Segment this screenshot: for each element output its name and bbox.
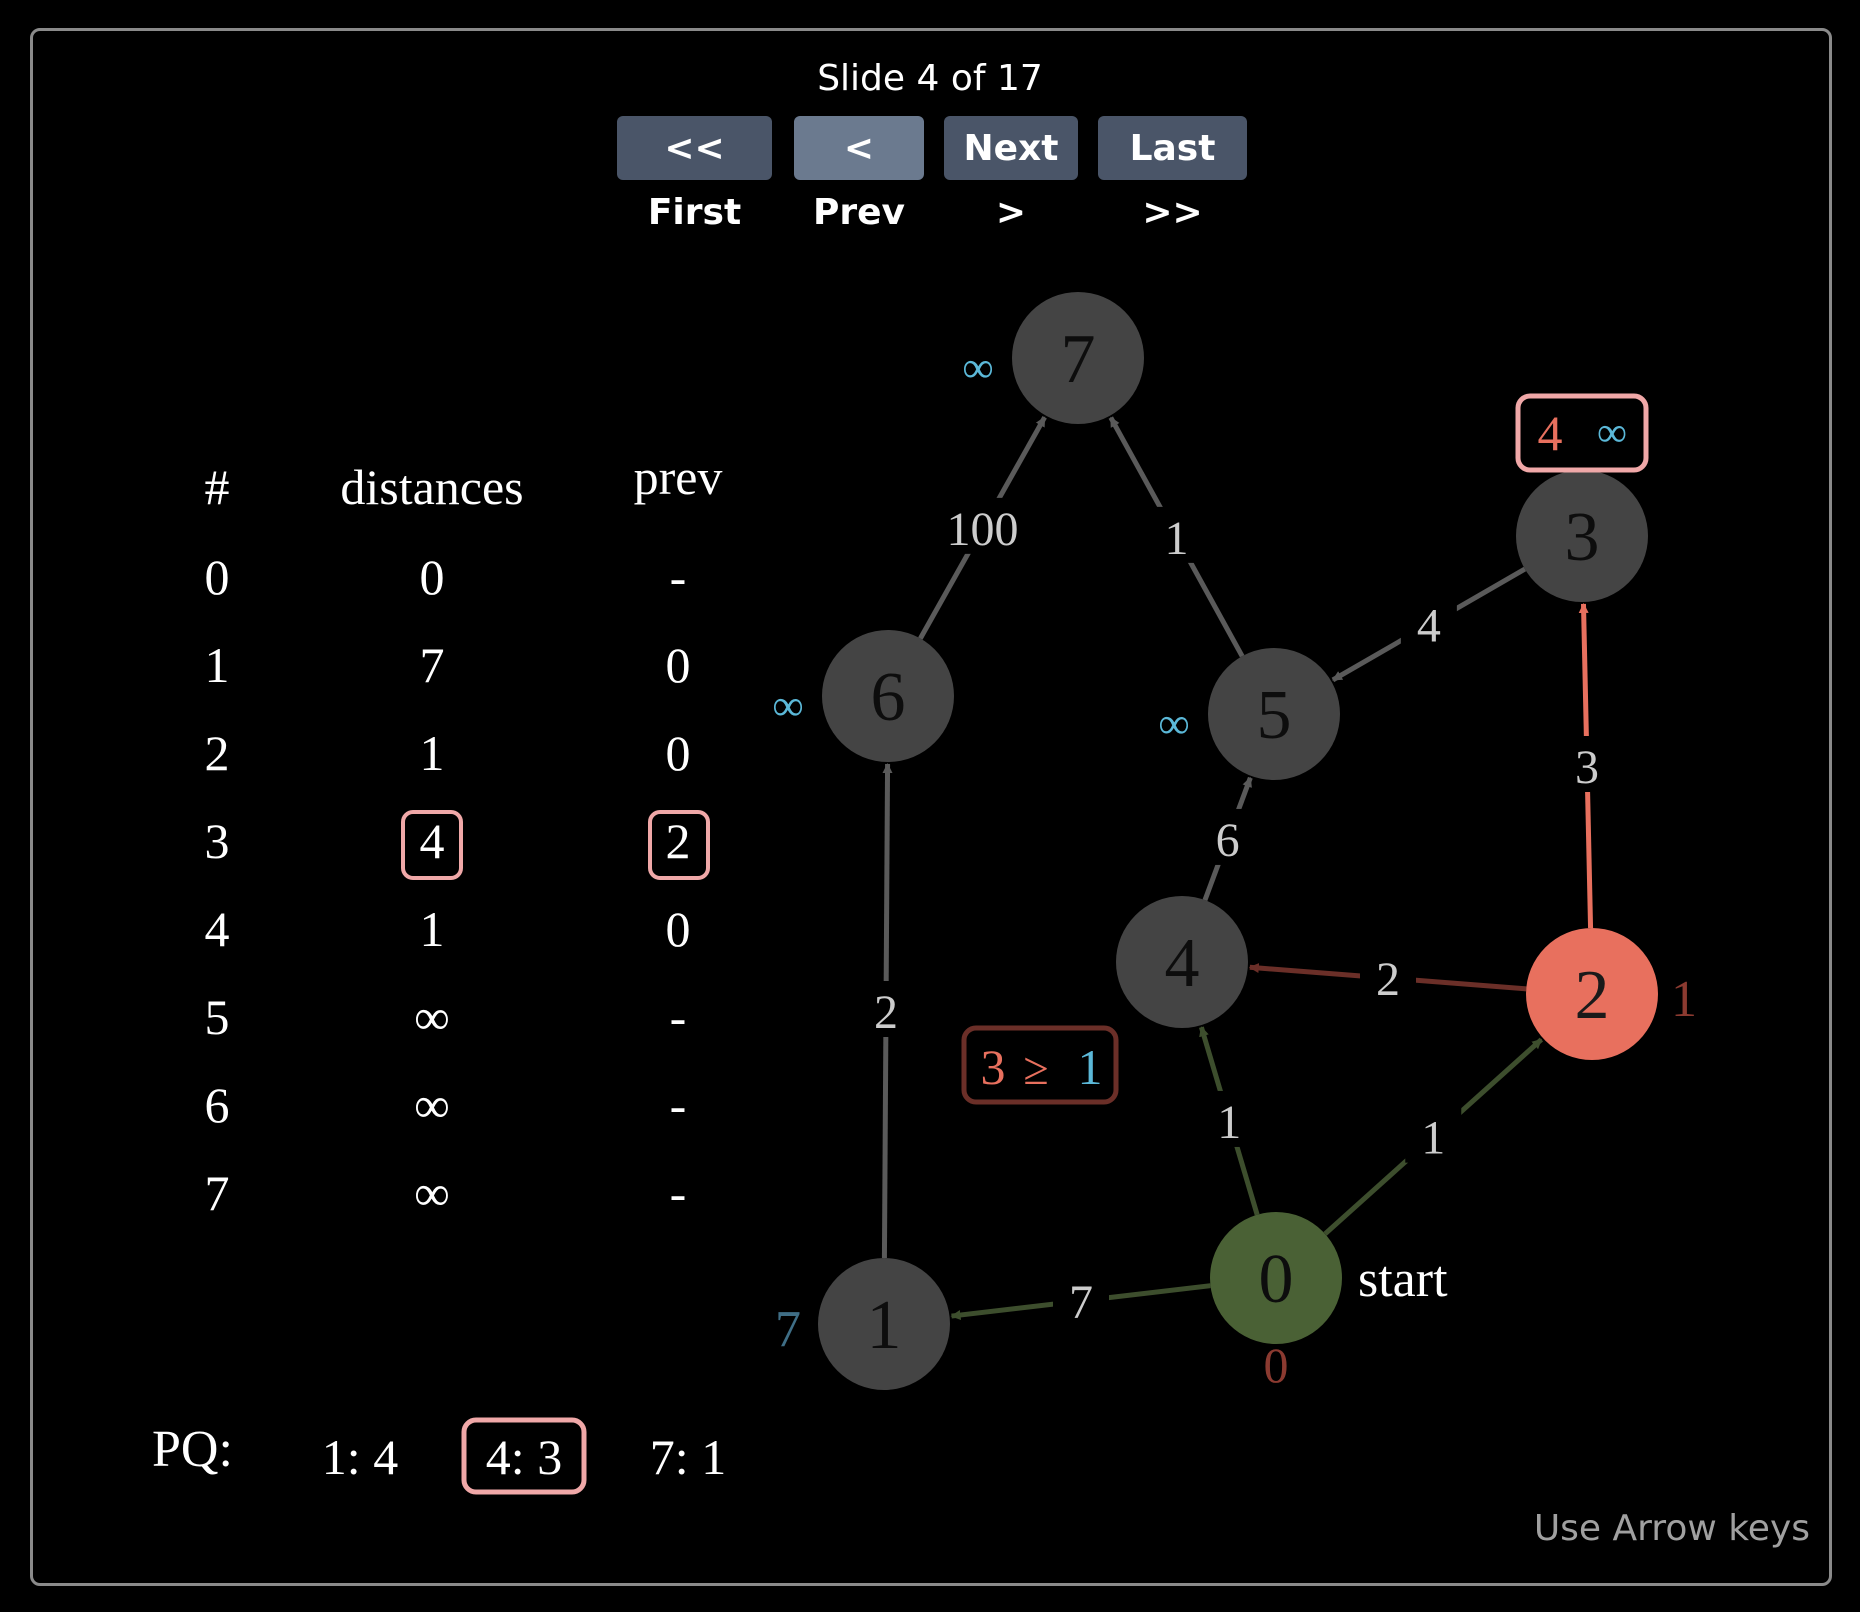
edge-weight-bg	[1359, 948, 1416, 1005]
priority-queue: PQ: 1: 4 4: 3 7: 1	[152, 1417, 726, 1495]
graph-annotations: start 0 4 ∞ 3 ≥1	[961, 393, 1649, 1393]
keyboard-hint: Use Arrow keys	[1533, 1508, 1810, 1549]
graph-edges: 7 1 1 2 100 1 4 6 2 3	[857, 416, 1616, 1329]
row-3-distance: 4	[420, 813, 445, 869]
edge-weight-bg	[1405, 1106, 1462, 1163]
node-2-label: 2	[1575, 957, 1610, 1034]
row-2-distance: 1	[420, 725, 445, 781]
node-4	[1116, 896, 1248, 1028]
row-6-index: 6	[205, 1077, 230, 1133]
start-label: start	[1358, 1251, 1448, 1308]
node-7-label: 7	[1061, 321, 1096, 398]
pq-item: 1: 4	[322, 1429, 398, 1485]
edge-weight-bg	[1148, 506, 1205, 563]
node-3-label: 3	[1565, 499, 1600, 576]
row-4-distance: 1	[420, 901, 445, 957]
row-2-index: 2	[205, 725, 230, 781]
row-4-prev: 0	[666, 901, 691, 957]
row-6-distance: ∞	[414, 1077, 450, 1133]
row-5-prev: -	[670, 989, 687, 1045]
node-1-label: 1	[867, 1287, 902, 1364]
node-5	[1208, 648, 1340, 780]
edge-weight-0-2: 1	[1421, 1112, 1445, 1165]
node-6	[822, 630, 954, 762]
row-0-distance: 0	[420, 549, 445, 605]
node-6-label: 6	[871, 659, 906, 736]
row-3-index: 3	[205, 813, 230, 869]
slide-frame	[30, 28, 1832, 1586]
edge-weight-bg	[1052, 1270, 1109, 1327]
edge-weight-bg	[857, 981, 914, 1037]
node-5-label: 5	[1257, 677, 1292, 754]
row-0-index: 0	[205, 549, 230, 605]
edge-weight-2-3: 3	[1575, 741, 1599, 794]
first-button[interactable]: << First	[617, 116, 772, 233]
start-distance: 0	[1264, 1337, 1289, 1393]
node-5-distance: ∞	[1158, 699, 1189, 748]
row-7-index: 7	[205, 1165, 230, 1221]
dist-highlight-box	[401, 810, 463, 880]
node-4-label: 4	[1165, 925, 1200, 1002]
edge-weight-2-4: 2	[1376, 953, 1400, 1006]
table-header-2: prev	[634, 449, 723, 505]
node-6-distance: ∞	[772, 681, 803, 730]
node-1	[818, 1258, 950, 1390]
node-2-distance: 1	[1671, 971, 1697, 1028]
pq-label: PQ:	[152, 1421, 233, 1478]
edge-weight-bg	[1400, 594, 1457, 651]
row-0-prev: -	[670, 549, 687, 605]
row-6-prev: -	[670, 1077, 687, 1133]
node-3-old-distance: ∞	[1597, 410, 1627, 456]
edge-weight-4-5: 6	[1216, 814, 1240, 867]
slide-counter: Slide 4 of 17	[817, 58, 1043, 99]
node-3	[1516, 470, 1648, 602]
node-0	[1210, 1212, 1342, 1344]
prev-highlight-box	[648, 810, 710, 880]
node-2	[1526, 928, 1658, 1060]
node-0-label: 0	[1259, 1241, 1294, 1318]
comparison-right: 1	[1078, 1039, 1103, 1095]
row-7-distance: ∞	[414, 1165, 450, 1221]
node-1-distance: 7	[775, 1301, 801, 1358]
edge-weight-6-7: 100	[947, 503, 1019, 556]
edge-weight-bg	[1559, 735, 1616, 792]
row-3-prev: 2	[666, 813, 691, 869]
node-3-new-distance: 4	[1538, 405, 1563, 461]
row-7-prev: -	[670, 1165, 687, 1221]
node-7-distance: ∞	[962, 343, 993, 392]
row-1-distance: 7	[420, 637, 445, 693]
edge-weight-bg	[954, 497, 1011, 554]
distance-table: # distances prev 0 0 - 1 7 0 2 1 0 3 4 2 4 1 0 5 ∞ - 6 ∞ - 7 ∞ -	[205, 449, 723, 1221]
prev-button[interactable]: < Prev	[794, 116, 924, 233]
edge-weight-bg	[1201, 1090, 1258, 1147]
row-5-distance: ∞	[414, 989, 450, 1045]
table-header-0: #	[205, 459, 230, 515]
pq-item: 4: 3	[486, 1429, 562, 1485]
row-1-prev: 0	[666, 637, 691, 693]
node-7	[1012, 292, 1144, 424]
edge-weight-5-7: 1	[1164, 512, 1188, 565]
edge-weight-bg	[1199, 808, 1256, 865]
next-button[interactable]: Next >	[944, 116, 1078, 233]
comparison-operator: ≥	[1023, 1043, 1048, 1094]
pq-highlight-box	[461, 1417, 587, 1495]
edge-weight-3-5: 4	[1417, 599, 1441, 652]
table-header-1: distances	[340, 459, 523, 515]
edge-weight-0-1: 7	[1069, 1276, 1093, 1329]
comparison-left: 3	[981, 1039, 1006, 1095]
edge-weight-0-4: 1	[1217, 1096, 1241, 1149]
row-5-index: 5	[205, 989, 230, 1045]
row-4-index: 4	[205, 901, 230, 957]
edge-weight-1-6: 2	[874, 986, 898, 1039]
node-3-update-box	[1515, 393, 1649, 473]
row-2-prev: 0	[666, 725, 691, 781]
last-button[interactable]: Last >>	[1098, 116, 1247, 233]
pq-item: 7: 1	[650, 1429, 726, 1485]
slide-navigation: << First < Prev Next > Last >>	[0, 116, 1860, 233]
row-1-index: 1	[205, 637, 230, 693]
comparison-box	[961, 1025, 1119, 1105]
